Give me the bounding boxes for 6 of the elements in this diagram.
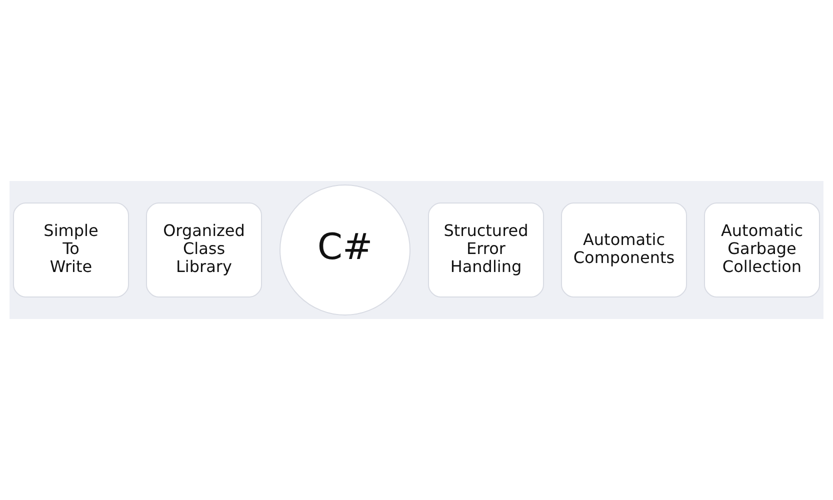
node-box: Automatic Components — [561, 202, 687, 298]
node-box: Structured Error Handling — [428, 202, 544, 298]
node-circle: C# — [280, 184, 410, 316]
node-box: Organized Class Library — [146, 202, 262, 298]
node-box: Automatic Garbage Collection — [704, 202, 820, 298]
node-box: Simple To Write — [13, 202, 129, 298]
